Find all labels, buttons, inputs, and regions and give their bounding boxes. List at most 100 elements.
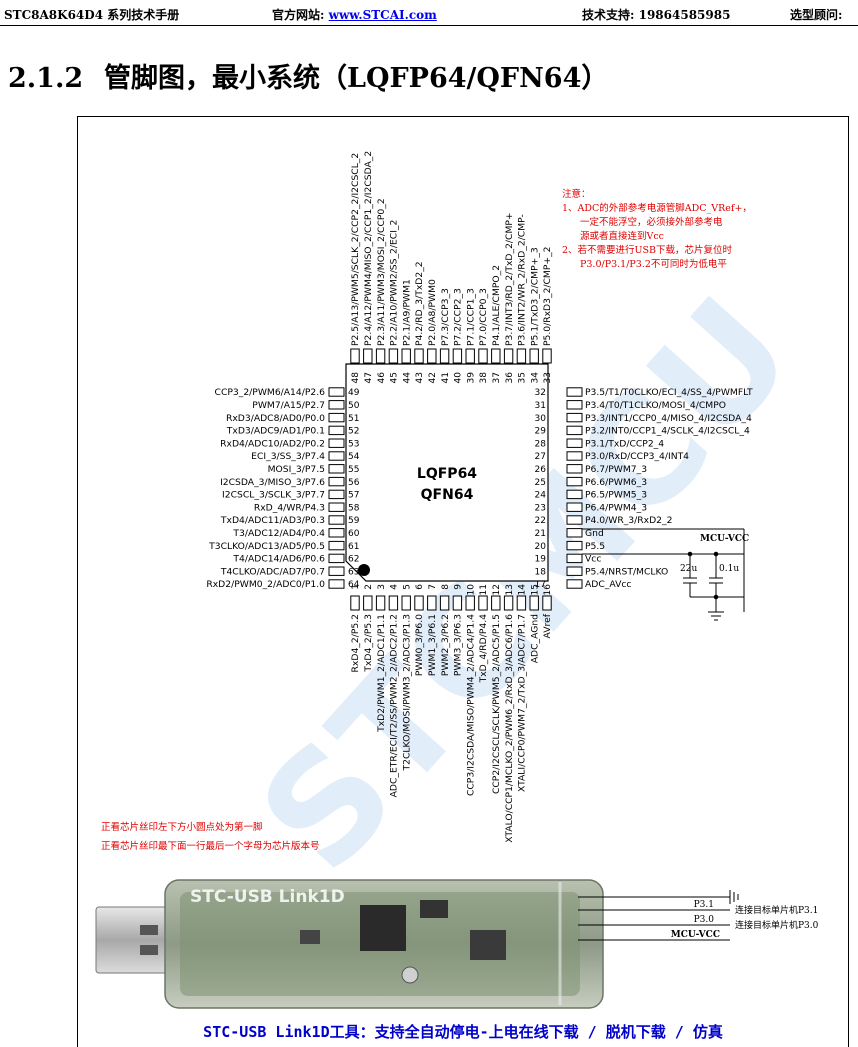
pin-pad-40 [452,348,463,364]
pin-number-31: 31 [535,401,546,411]
pin-label-55: MOSI_3/P7.5 [268,464,326,475]
pin-pad-35 [516,348,527,364]
pin-pad-7 [427,595,437,611]
pin-pad-8 [439,595,450,611]
pin-label-48: P2.5/A13/PWM5/SCLK_2/CCP2_2/I2CSCL_2 [350,153,361,346]
pin-number-45: 45 [390,372,400,383]
pin-label-61: T3CLKO/ADC13/AD5/P0.5 [208,541,325,552]
pin-pad-28 [566,438,583,448]
pin-pad-10 [465,595,475,611]
pin-label-31: P3.4/T0/T1CLKO/MOSI_4/CMPO [585,400,726,411]
pin-number-29: 29 [535,427,547,437]
pin-label-11: TxD_4/RD/P4.4 [478,614,489,684]
pin-pad-9 [452,595,463,611]
pin-number-55: 55 [348,465,359,475]
pin-label-53: RxD4/ADC10/AD2/P0.2 [220,438,325,449]
pin-pad-11 [478,595,488,611]
pin-pad-26 [566,464,583,474]
pin-label-62: T4/ADC14/AD6/P0.6 [232,554,325,565]
pin-label-25: P6.6/PWM6_3 [585,477,647,488]
pin-label-30: P3.3/INT1/CCP0_4/MISO_4/I2CSDA_4 [585,413,752,424]
pin-label-29: P3.2/INT0/CCP1_4/SCLK_4/I2CSCL_4 [585,426,750,437]
bottom-pin-row: 1RxD4_2/P5.22TxD4_2/P5.33TxD2/PWM1_2/ADC… [350,584,553,843]
pin-number-21: 21 [535,529,546,539]
mcu-vcc-wire-label: MCU-VCC [671,930,720,940]
pin-pad-48 [350,348,360,364]
pin-label-44: P2.1/A9/PWM1 [401,279,412,346]
pin-number-60: 60 [348,529,360,539]
pin-number-14: 14 [518,584,528,596]
ic-icon [470,930,506,960]
pin-pad-12 [491,595,501,611]
pin1-note: 正看芯片丝印左下方小圆点处为第一脚 [101,821,263,833]
pin-number-36: 36 [505,372,515,384]
pin-pad-4 [388,595,399,611]
pin-number-6: 6 [415,584,425,590]
p30-connect-note: 连接目标单片机P3.0 [735,919,819,931]
pin-label-33: P5.0/RxD3_2/CMP+_2 [542,246,553,346]
pin-number-20: 20 [535,542,547,552]
pin-number-4: 4 [390,584,400,590]
pin-label-3: TxD2/PWM1_2/ADC1/P1.1 [376,614,387,733]
pin-label-57: I2CSCL_3/SCLK_3/P7.7 [222,490,325,501]
pin-label-15: ADC_AGnd [529,614,540,663]
pin-label-13: XTALO/CCP1/MCLKO_2/PWM6_2/RxD_3/ADC6/P1.… [504,614,515,843]
pin-label-42: P2.0/A8/PWM0 [427,279,438,346]
pin-number-37: 37 [492,372,502,383]
pin-number-13: 13 [505,584,515,595]
pin-number-44: 44 [402,372,412,384]
pin-pad-62 [328,553,345,564]
website-link[interactable]: www.STCAI.com [328,8,437,22]
button-icon [401,966,419,984]
pin-pad-23 [566,502,583,512]
pin-label-47: P2.4/A12/PWM4/MISO_2/CCP1_2/I2CSDA_2 [363,151,374,346]
notes-title: 注意： [562,188,591,200]
pin-number-9: 9 [454,584,464,590]
usb-plug-hole [140,925,158,935]
pin-number-51: 51 [348,414,359,424]
cap1-value: 22u [680,564,697,574]
pin-label-59: TxD4/ADC11/AD3/P0.3 [220,515,325,526]
pin-number-58: 58 [348,503,360,513]
pin-number-41: 41 [441,372,451,383]
pin-number-53: 53 [348,439,359,449]
pin-number-62: 62 [348,555,359,565]
pin-number-8: 8 [441,584,451,590]
usb-plug-hole [140,945,158,955]
pin-number-27: 27 [535,452,546,462]
pin-number-47: 47 [364,372,374,383]
pin-label-52: TxD3/ADC9/AD1/P0.1 [226,426,325,437]
pin-pad-45 [388,348,399,364]
pin-pad-14 [516,595,527,611]
pin-pad-22 [566,515,583,525]
pin-pad-37 [491,348,501,364]
pin-label-18: P5.4/NRST/MCLKO [585,566,668,577]
pin-label-27: P3.0/RxD/CCP3_4/INT4 [585,451,689,462]
pin-label-49: CCP3_2/PWM6/A14/P2.6 [215,387,326,398]
pin-pad-54 [328,451,345,461]
pin-pad-41 [439,348,450,364]
pin-label-2: TxD4_2/P5.3 [363,614,374,673]
pin-label-21: Gnd [585,528,604,539]
version-note: 正看芯片丝印最下面一行最后一个字母为芯片版本号 [101,840,320,852]
pin-label-16: AVref [542,613,553,638]
pin-number-42: 42 [428,372,438,383]
pin-number-46: 46 [377,372,387,384]
pin-pad-56 [328,476,345,487]
note-line: 源或者直接连到Vcc [580,230,664,242]
pin-number-64: 64 [348,580,360,590]
pin-pad-51 [328,412,345,423]
pin-number-24: 24 [535,491,547,501]
pin-label-28: P3.1/TxD/CCP2_4 [585,438,664,449]
pin-number-3: 3 [377,584,387,590]
pin-pad-43 [414,348,424,364]
pin1-dot-icon [358,564,370,576]
pin-label-37: P4.1/ALE/CMPO_2 [491,265,502,346]
pin-pad-38 [478,348,488,364]
pin-number-17: 17 [535,580,546,590]
pin-number-16: 16 [543,584,553,596]
section-title: 管脚图，最小系统（LQFP64/QFN64） [104,63,609,94]
pin-label-14: XTALI/CCP0/PWM7_2/TxD_3/ADC7/P1.7 [517,614,528,792]
pin-pad-13 [503,595,514,611]
